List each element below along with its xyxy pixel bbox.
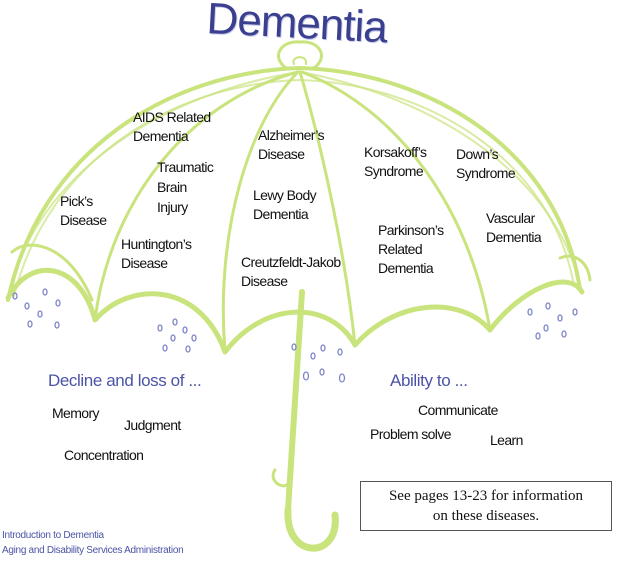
label-korsakoffs-syndrome: Korsakoff’s Syndrome bbox=[364, 144, 427, 179]
label-huntingtons-disease: Huntington’s Disease bbox=[121, 236, 192, 271]
label-downs-syndrome: Down’s Syndrome bbox=[456, 146, 516, 181]
label-creutzfeldt-jakob-disease: Creutzfeldt-Jakob Disease bbox=[241, 254, 341, 289]
page-title: Dementia bbox=[205, 0, 389, 53]
footer-line-2: Aging and Disability Services Administra… bbox=[2, 545, 184, 556]
label-parkinsons-related-dementia: Parkinson’s Related Dementia bbox=[378, 222, 444, 276]
ability-item-learn: Learn bbox=[490, 432, 523, 448]
ability-item-communicate: Communicate bbox=[418, 402, 498, 418]
decline-item-judgment: Judgment bbox=[124, 417, 181, 433]
label-traumatic-brain-injury: Traumatic Brain Injury bbox=[157, 159, 214, 215]
label-picks-disease: Pick’s Disease bbox=[60, 193, 107, 228]
ability-heading: Ability to ... bbox=[390, 371, 468, 390]
umbrella-rib bbox=[93, 70, 300, 322]
decline-heading: Decline and loss of ... bbox=[48, 371, 202, 390]
umbrella-handle bbox=[284, 506, 339, 552]
footer-line-1: Introduction to Dementia bbox=[2, 530, 104, 541]
reference-note-box: See pages 13-23 for information on these… bbox=[360, 481, 612, 531]
umbrella-shaft bbox=[285, 289, 305, 513]
decline-item-concentration: Concentration bbox=[64, 447, 144, 463]
raindrops bbox=[12, 288, 578, 383]
label-alzheimers-disease: Alzheimer’s Disease bbox=[258, 127, 325, 162]
label-aids-related-dementia: AIDS Related Dementia bbox=[133, 109, 211, 144]
label-lewy-body-dementia: Lewy Body Dementia bbox=[253, 187, 317, 222]
decline-item-memory: Memory bbox=[52, 405, 100, 421]
label-vascular-dementia: Vascular Dementia bbox=[486, 210, 542, 245]
ability-item-problem-solve: Problem solve bbox=[370, 426, 452, 442]
